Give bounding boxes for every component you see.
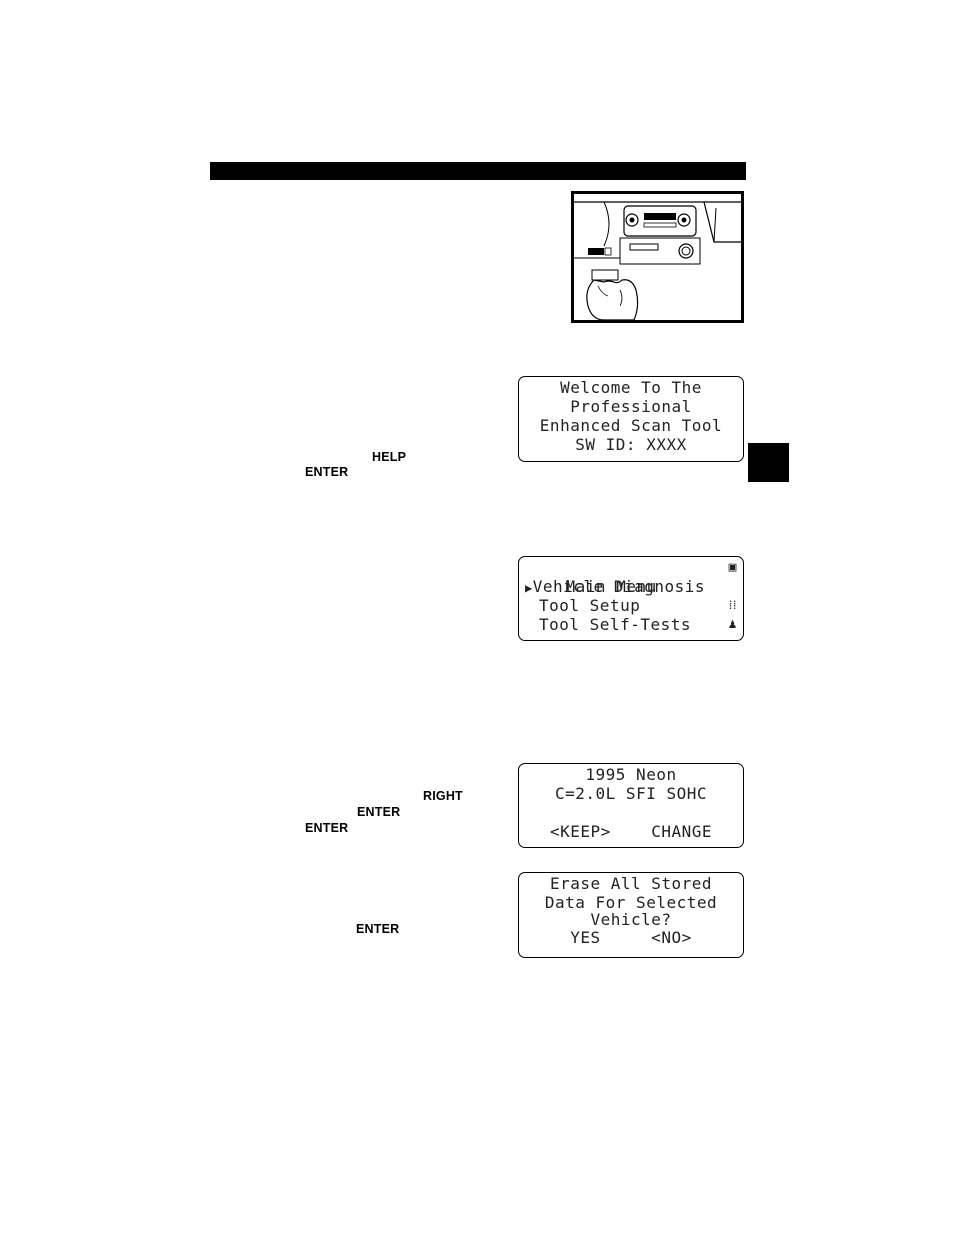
lcd-line: Professional (570, 397, 692, 416)
lcd-welcome-screen: Welcome To The Professional Enhanced Sca… (518, 376, 744, 462)
main-menu-title: Main Menu (565, 577, 657, 596)
lcd-line: Welcome To The (560, 378, 702, 397)
lcd-line: Erase All Stored (549, 874, 713, 893)
lcd-main-menu-screen: Main Menu ▣ ▶Vehicle Diagnosis Tool Setu… (518, 556, 744, 641)
enter-key-label: ENTER (357, 805, 401, 819)
lcd-line: C=2.0L SFI SOHC (555, 784, 707, 803)
menu-item-label: Tool Setup (539, 596, 641, 615)
obd-connector-illustration (571, 191, 744, 323)
setup-icon: ⁞⁞ (728, 598, 737, 613)
enter-key-label: ENTER (305, 465, 349, 479)
menu-item-tool-setup[interactable]: Tool Setup ⁞⁞ (519, 596, 743, 615)
menu-pointer-icon: ▶ (525, 581, 533, 595)
lcd-line: Enhanced Scan Tool (539, 416, 723, 435)
lcd-erase-screen: Erase All Stored Data For Selected Vehic… (518, 872, 744, 958)
enter-key-label: ENTER (356, 922, 400, 936)
help-key-label: HELP (372, 450, 407, 464)
lcd-line (519, 803, 743, 822)
menu-item-label: Tool Self-Tests (539, 615, 691, 634)
lcd-line: YES <NO> (570, 928, 692, 947)
section-header-bar (210, 162, 746, 180)
enter-key-label: ENTER (305, 821, 349, 835)
lcd-line: Data For Selected (544, 893, 718, 912)
bell-icon: ♟ (728, 617, 737, 632)
disk-icon: ▣ (728, 560, 737, 575)
lcd-line: SW ID: XXXX (575, 435, 687, 454)
lcd-line: 1995 Neon (585, 765, 677, 784)
chapter-tab (748, 443, 789, 482)
menu-item-label: Vehicle Diagnosis (532, 577, 705, 596)
lcd-vehicle-screen: 1995 Neon C=2.0L SFI SOHC <KEEP> CHANGE (518, 763, 744, 848)
main-menu-title-row: Main Menu ▣ (519, 558, 743, 596)
lcd-line: Vehicle? (590, 910, 672, 929)
lcd-line: <KEEP> CHANGE (549, 822, 713, 841)
right-key-label: RIGHT (423, 789, 463, 803)
menu-item-vehicle-diagnosis[interactable]: ▶Vehicle Diagnosis (519, 577, 743, 596)
menu-item-tool-self-tests[interactable]: Tool Self-Tests ♟ (519, 615, 743, 634)
